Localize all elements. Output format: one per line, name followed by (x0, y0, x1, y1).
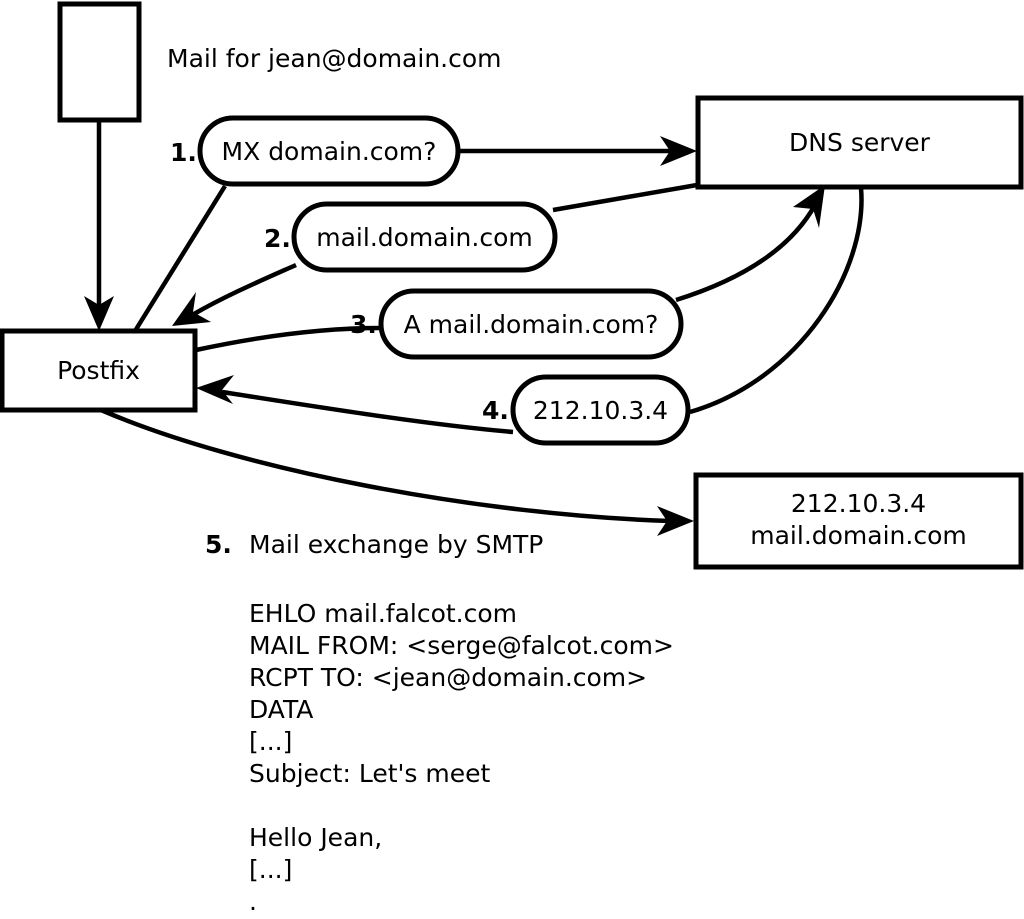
transcript-line: MAIL FROM: <serge@falcot.com> (249, 631, 674, 660)
node-mail-client (57, 1, 142, 123)
edge-postfix-to-mailhost (100, 407, 694, 536)
transcript-line: Subject: Let's meet (249, 759, 491, 788)
step-4-number: 4. (482, 396, 509, 425)
step-2-label: mail.domain.com (316, 223, 533, 252)
step-5-number: 5. (205, 530, 232, 559)
node-postfix-label: Postfix (57, 356, 140, 385)
bubble-step-1 (197, 115, 461, 187)
bubble-step-3 (378, 288, 684, 360)
transcript-line: [...] (249, 855, 293, 884)
step-2-number: 2. (264, 224, 291, 253)
node-dns-server (695, 95, 1024, 190)
edge-step1-to-dns (460, 136, 697, 166)
edge-dns-to-step2 (552, 182, 698, 213)
node-mail-host (693, 472, 1024, 570)
node-mail-host-line1: 212.10.3.4 (790, 489, 927, 518)
edge-dns-to-step4 (689, 187, 864, 415)
edge-postfix-to-step3 (195, 325, 382, 353)
bubble-step-2 (291, 201, 558, 273)
step-1-label: MX domain.com? (221, 137, 437, 166)
diagram-title: Mail for jean@domain.com (167, 44, 502, 73)
step-4-label: 212.10.3.4 (532, 396, 669, 425)
step-3-number: 3. (350, 310, 377, 339)
edge-step3-to-dns (675, 185, 825, 303)
transcript-line: RCPT TO: <jean@domain.com> (249, 663, 648, 692)
step-5-label: Mail exchange by SMTP (249, 530, 544, 559)
node-mail-host-line2: mail.domain.com (750, 521, 967, 550)
edge-postfix-to-step1 (133, 184, 227, 333)
edge-step4-to-postfix (196, 375, 514, 435)
transcript-line: [...] (249, 727, 293, 756)
transcript-line: DATA (249, 695, 314, 724)
node-postfix (0, 328, 198, 413)
step-3-label: A mail.domain.com? (403, 310, 659, 339)
node-dns-server-label: DNS server (789, 128, 930, 157)
edge-step2-to-postfix (172, 262, 297, 326)
bubble-step-4 (510, 374, 691, 446)
transcript-line: EHLO mail.falcot.com (249, 599, 518, 628)
transcript-line: . (249, 887, 257, 916)
edge-client-to-postfix (84, 121, 114, 331)
step-1-number: 1. (170, 138, 197, 167)
transcript-line: Hello Jean, (249, 823, 383, 852)
